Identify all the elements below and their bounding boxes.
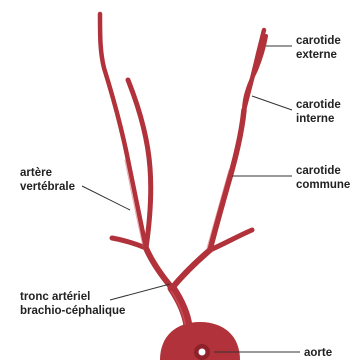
leader-carotide-interne [252, 96, 292, 110]
label-carotide-externe-line2: externe [296, 49, 337, 61]
label-tronc-brachio-line2: brachio-céphalique [20, 305, 125, 317]
label-tronc-brachio: tronc artériel brachio-céphalique [20, 291, 125, 317]
label-carotide-commune-line1: carotide [296, 165, 341, 177]
label-carotide-interne-line1: carotide [296, 99, 341, 111]
right-carotid-trunk [172, 250, 210, 288]
label-tronc-brachio-line1: tronc artériel [20, 291, 90, 303]
aorta-arch [160, 322, 240, 360]
left-subclavian [112, 238, 146, 248]
label-carotide-externe: carotide externe [296, 35, 344, 61]
label-carotide-externe-line1: carotide [296, 35, 341, 47]
leader-tronc-brachio [110, 284, 170, 300]
label-carotide-interne-line2: interne [296, 113, 334, 125]
label-artere-vertebrale-line1: artère [20, 167, 52, 179]
left-common-carotid-trunk [146, 248, 172, 288]
leader-artere-vertebrale [82, 186, 130, 210]
label-artere-vertebrale: artère vertébrale [20, 167, 75, 193]
label-carotide-commune-line2: commune [296, 179, 350, 191]
label-artere-vertebrale-line2: vertébrale [20, 181, 75, 193]
aorta-lumen [199, 349, 206, 356]
common-carotid [210, 110, 244, 250]
vertebral-artery [100, 14, 146, 248]
label-carotide-interne: carotide interne [296, 99, 344, 125]
label-aorte-line1: aorte [304, 347, 332, 359]
label-aorte: aorte [304, 347, 332, 359]
label-carotide-commune: carotide commune [296, 165, 350, 191]
common-carotid-highlight [207, 170, 229, 248]
vertebral-highlight [125, 160, 143, 246]
